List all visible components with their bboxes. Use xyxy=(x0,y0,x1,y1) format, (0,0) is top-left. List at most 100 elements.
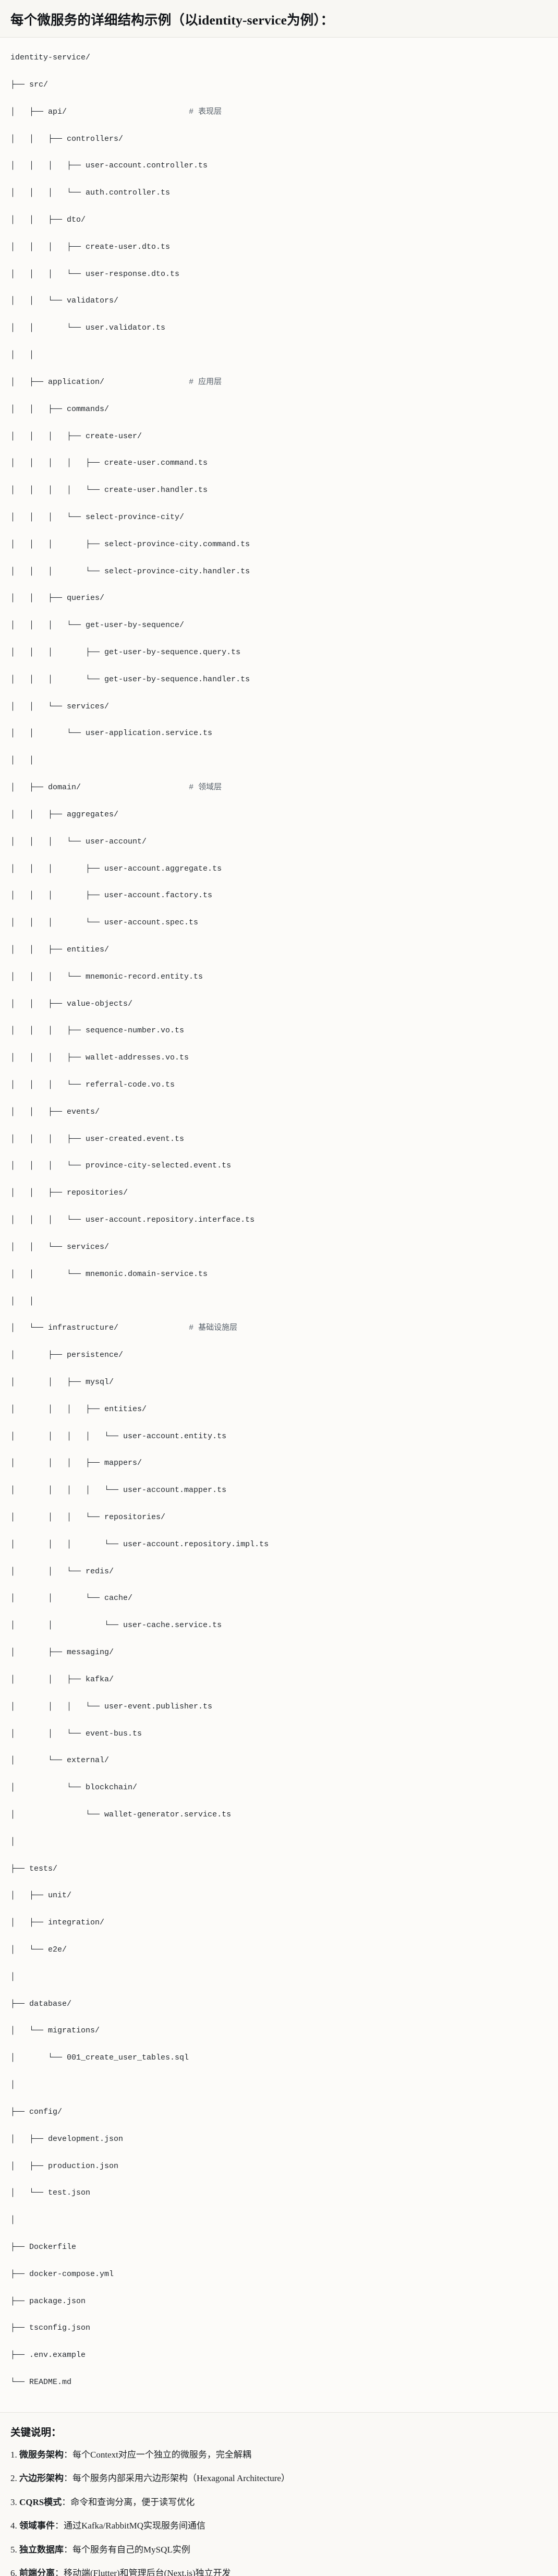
tree-line: │ │ ├── commands/ xyxy=(10,404,110,414)
key-note-text: ：每个服务内部采用六边形架构（Hexagonal Architecture） xyxy=(64,2473,290,2484)
tree-line: │ │ │ ├── create-user/ xyxy=(10,431,142,441)
key-note-label: 领域事件 xyxy=(19,2521,55,2531)
tree-line: │ │ │ ├── user-account.controller.ts xyxy=(10,161,208,171)
tree-line: │ │ └── user.validator.ts xyxy=(10,323,166,333)
tree-line: │ │ │ └── get-user-by-sequence/ xyxy=(10,621,185,630)
tree-line: identity-service/ xyxy=(10,53,91,63)
tree-line-path: │ ├── domain/ xyxy=(10,783,189,792)
tree-line: │ │ xyxy=(10,1296,34,1306)
key-note-number: 3. xyxy=(10,2497,19,2507)
tree-line: ├── docker-compose.yml xyxy=(10,2269,114,2279)
tree-line: │ xyxy=(10,2216,16,2225)
tree-line: └── README.md xyxy=(10,2378,72,2387)
key-note-item: 3. CQRS模式：命令和查询分离，便于读写优化 xyxy=(10,2496,548,2509)
tree-line: │ │ xyxy=(10,351,34,360)
tree-line: │ ├── integration/ xyxy=(10,1918,105,1928)
tree-line: │ │ ├── mysql/ xyxy=(10,1377,114,1387)
key-note-text: ：每个Context对应一个独立的微服务，完全解耦 xyxy=(64,2450,251,2460)
page-title: 每个微服务的详细结构示例（以identity-service为例）： xyxy=(0,0,558,38)
directory-tree-code: identity-service/ ├── src/ │ ├── api/ # … xyxy=(10,51,548,2389)
tree-line: │ │ │ ├── user-created.event.ts xyxy=(10,1134,185,1143)
key-note-text: ：每个服务有自己的MySQL实例 xyxy=(64,2544,190,2555)
tree-line: ├── src/ xyxy=(10,80,48,89)
tree-line-comment: # 表现层 xyxy=(189,107,222,116)
tree-line-comment: # 领域层 xyxy=(189,783,222,792)
tree-line: ├── tsconfig.json xyxy=(10,2324,91,2333)
directory-tree: identity-service/ ├── src/ │ ├── api/ # … xyxy=(0,38,558,2412)
tree-line: ├── .env.example xyxy=(10,2351,86,2360)
key-notes-section: 关键说明： 1. 微服务架构：每个Context对应一个独立的微服务，完全解耦 2… xyxy=(0,2412,558,2576)
tree-line: │ │ │ ├── wallet-addresses.vo.ts xyxy=(10,1053,189,1063)
tree-line: │ │ └── cache/ xyxy=(10,1594,133,1603)
tree-line: │ │ ├── value-objects/ xyxy=(10,999,133,1008)
tree-line: ├── database/ xyxy=(10,1999,72,2008)
tree-line: │ │ ├── queries/ xyxy=(10,594,105,603)
tree-line: │ │ └── user-application.service.ts xyxy=(10,729,213,738)
tree-line: │ │ │ │ └── user-account.mapper.ts xyxy=(10,1486,227,1495)
key-note-text: ：移动端(Flutter)和管理后台(Next.js)独立开发 xyxy=(55,2568,231,2576)
tree-line: │ │ │ └── get-user-by-sequence.handler.t… xyxy=(10,675,250,684)
tree-line: │ │ │ └── mnemonic-record.entity.ts xyxy=(10,972,203,981)
tree-line: │ │ ├── entities/ xyxy=(10,945,110,954)
key-note-number: 6. xyxy=(10,2568,19,2576)
tree-line: │ │ └── event-bus.ts xyxy=(10,1729,142,1738)
key-note-text: ：通过Kafka/RabbitMQ实现服务间通信 xyxy=(55,2521,205,2531)
tree-line: ├── tests/ xyxy=(10,1864,58,1873)
tree-line-path: │ └── infrastructure/ xyxy=(10,1323,189,1333)
tree-line: │ │ │ ├── select-province-city.command.t… xyxy=(10,539,250,549)
tree-line: ├── package.json xyxy=(10,2296,86,2306)
key-note-label: 六边形架构 xyxy=(19,2473,64,2484)
tree-line: │ │ │ └── user-account/ xyxy=(10,837,147,846)
tree-line: │ xyxy=(10,1972,16,1981)
tree-line: │ │ ├── kafka/ xyxy=(10,1675,114,1684)
tree-line: │ │ ├── controllers/ xyxy=(10,134,124,143)
tree-line: │ ├── domain/ # 领域层 xyxy=(10,781,548,794)
key-note-label: 前端分离 xyxy=(19,2568,55,2576)
key-note-number: 2. xyxy=(10,2473,19,2484)
tree-line: │ └── test.json xyxy=(10,2188,91,2198)
tree-line: │ │ ├── dto/ xyxy=(10,215,86,225)
tree-line: │ │ │ │ ├── create-user.command.ts xyxy=(10,459,208,468)
tree-line: │ │ │ │ └── create-user.handler.ts xyxy=(10,486,208,495)
tree-line: │ xyxy=(10,1837,16,1846)
tree-line: │ │ │ ├── sequence-number.vo.ts xyxy=(10,1026,185,1036)
key-note-item: 1. 微服务架构：每个Context对应一个独立的微服务，完全解耦 xyxy=(10,2448,548,2462)
tree-line: │ │ │ └── user-account.repository.impl.t… xyxy=(10,1539,269,1549)
tree-line: │ │ └── services/ xyxy=(10,702,110,711)
tree-line: │ │ ├── repositories/ xyxy=(10,1188,128,1198)
tree-line: │ │ │ ├── user-account.aggregate.ts xyxy=(10,864,222,873)
tree-line: │ └── migrations/ xyxy=(10,2026,100,2036)
key-note-item: 6. 前端分离：移动端(Flutter)和管理后台(Next.js)独立开发 xyxy=(10,2567,548,2576)
tree-line: │ ├── application/ # 应用层 xyxy=(10,376,548,389)
tree-line: │ └── blockchain/ xyxy=(10,1783,138,1792)
key-note-label: 微服务架构 xyxy=(19,2450,64,2460)
tree-line-comment: # 基础设施层 xyxy=(189,1323,238,1333)
tree-line: │ │ │ └── select-province-city/ xyxy=(10,512,185,522)
tree-line: │ └── wallet-generator.service.ts xyxy=(10,1810,232,1819)
key-notes-title: 关键说明： xyxy=(10,2427,62,2438)
tree-line: │ │ │ └── user-account.spec.ts xyxy=(10,918,199,928)
tree-line: │ │ │ └── province-city-selected.event.t… xyxy=(10,1161,232,1171)
tree-line: │ │ └── validators/ xyxy=(10,296,119,306)
tree-line: │ └── infrastructure/ # 基础设施层 xyxy=(10,1321,548,1334)
tree-line-comment: # 应用层 xyxy=(189,377,222,387)
key-note-label: CQRS模式 xyxy=(19,2497,62,2507)
tree-line: │ │ └── user-cache.service.ts xyxy=(10,1621,222,1630)
key-note-label: 独立数据库 xyxy=(19,2544,64,2555)
tree-line: │ ├── persistence/ xyxy=(10,1351,124,1360)
tree-line: │ │ │ │ └── user-account.entity.ts xyxy=(10,1431,227,1441)
tree-line: │ │ xyxy=(10,756,34,765)
tree-line: │ ├── unit/ xyxy=(10,1891,72,1900)
tree-line: │ │ │ ├── mappers/ xyxy=(10,1459,142,1468)
tree-line: │ │ │ ├── get-user-by-sequence.query.ts xyxy=(10,648,241,657)
tree-line: │ │ │ └── auth.controller.ts xyxy=(10,188,171,198)
tree-line: │ │ ├── events/ xyxy=(10,1107,100,1116)
tree-line: │ │ └── redis/ xyxy=(10,1567,114,1576)
key-note-item: 5. 独立数据库：每个服务有自己的MySQL实例 xyxy=(10,2543,548,2557)
tree-line: │ │ │ └── user-event.publisher.ts xyxy=(10,1702,213,1711)
tree-line-path: │ ├── api/ xyxy=(10,107,189,116)
tree-line: │ └── external/ xyxy=(10,1756,110,1765)
tree-line: │ ├── api/ # 表现层 xyxy=(10,105,548,118)
tree-line: │ ├── production.json xyxy=(10,2161,119,2171)
tree-line: ├── Dockerfile xyxy=(10,2242,77,2252)
